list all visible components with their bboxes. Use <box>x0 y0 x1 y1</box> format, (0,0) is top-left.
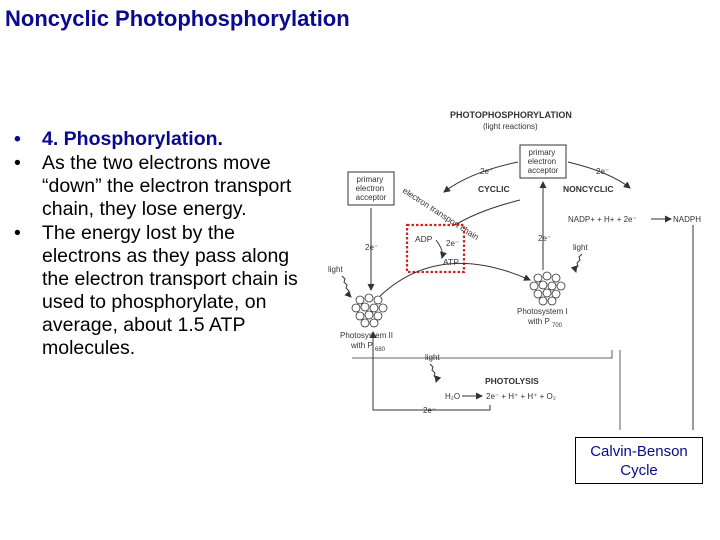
primary-acceptor-top-label: primary electron acceptor <box>528 148 559 175</box>
ps1-to-calvin-line <box>352 350 612 358</box>
bullet-item: • 4. Phosphorylation. <box>14 128 314 151</box>
nadph-equation: NADP+ + H+ + 2e⁻ <box>568 215 637 224</box>
primary-acceptor-left-label: primary electron acceptor <box>356 175 387 202</box>
light-wave-arrow <box>575 254 582 272</box>
light-label: light <box>328 265 343 274</box>
cyclic-label: CYCLIC <box>478 184 510 194</box>
etc-label: electron transport chain <box>401 185 481 242</box>
bullet-glyph: • <box>14 128 21 151</box>
bullet-text: 4. Phosphorylation. <box>42 128 223 150</box>
photosystem-ii-cluster <box>352 294 387 327</box>
photosystem-i-cluster <box>530 272 565 305</box>
bullet-text: The energy lost by the electrons as they… <box>42 222 298 359</box>
light-label: light <box>425 353 440 362</box>
photosystem-ii-label: Photosystem II with P <box>340 331 395 350</box>
diagram-heading: PHOTOPHOSPHORYLATION <box>450 110 572 120</box>
electron-label: 2e⁻ <box>446 239 459 248</box>
photolysis-products: 2e⁻ + H⁺ + H⁺ + O₂ <box>486 392 556 401</box>
light-label: light <box>573 243 588 252</box>
bullet-list: • 4. Phosphorylation. • As the two electro… <box>14 128 314 361</box>
calvin-line-2: Cycle <box>576 461 702 480</box>
bullet-glyph: • <box>14 222 21 245</box>
light-wave-arrow <box>430 364 437 382</box>
photophosphorylation-diagram: PHOTOPHOSPHORYLATION (light reactions) p… <box>320 100 715 430</box>
etc-arrow <box>380 263 530 296</box>
bullet-item: • The energy lost by the electrons as the… <box>14 222 314 360</box>
photolysis-label: PHOTOLYSIS <box>485 376 539 386</box>
photosystem-ii-subscript: 680 <box>375 347 386 353</box>
diagram-subheading: (light reactions) <box>483 122 538 131</box>
bullet-glyph: • <box>14 152 21 175</box>
slide-title: Noncyclic Photophosphorylation <box>5 6 350 32</box>
cyclic-return-arrow <box>455 200 520 225</box>
bullet-text: As the two electrons move “down” the ele… <box>42 152 291 220</box>
photolysis-return-line <box>373 332 490 410</box>
calvin-line-1: Calvin-Benson <box>576 442 702 461</box>
electron-label: 2e⁻ <box>365 243 378 252</box>
nadph-product: NADPH <box>673 215 701 224</box>
h2o-label: H₂O <box>445 392 460 401</box>
light-wave-arrow <box>342 276 351 297</box>
adp-label: ADP <box>415 234 433 244</box>
photosystem-i-subscript: 700 <box>552 323 563 329</box>
bullet-item: • As the two electrons move “down” the el… <box>14 152 314 221</box>
noncyclic-label: NONCYCLIC <box>563 184 614 194</box>
atp-label: ATP <box>443 257 459 267</box>
calvin-benson-cycle-box: Calvin-Benson Cycle <box>575 437 703 484</box>
electron-label: 2e⁻ <box>538 234 551 243</box>
adp-atp-arrow <box>436 240 442 258</box>
